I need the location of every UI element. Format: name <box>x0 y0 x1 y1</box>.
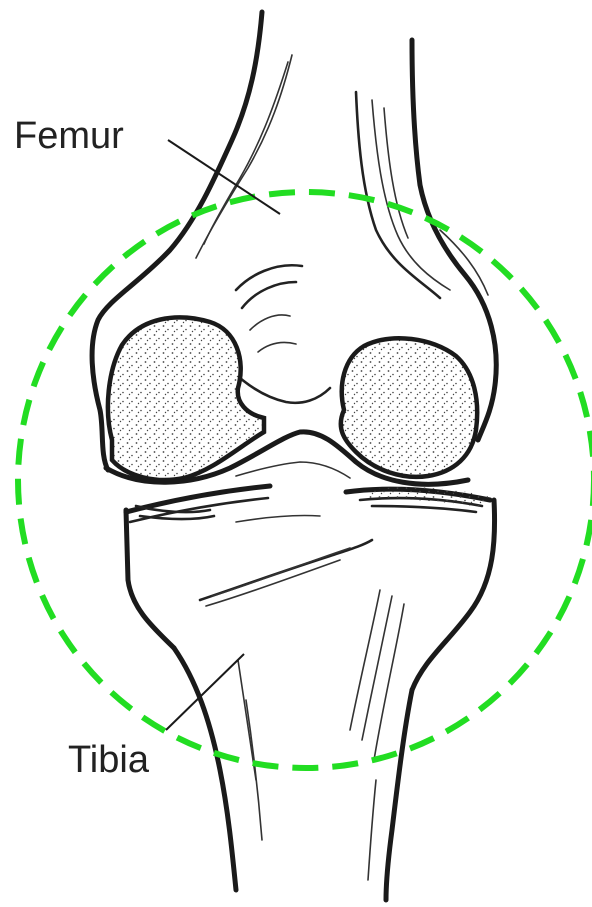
femur-label: Femur <box>14 115 124 157</box>
tibia-bone <box>126 500 495 900</box>
joint-highlight-circle <box>18 192 592 768</box>
lateral-condyle-cartilage <box>108 317 264 480</box>
femur-leader-line <box>168 140 280 214</box>
medial-condyle-cartilage <box>341 338 477 477</box>
tibia-label: Tibia <box>68 739 150 781</box>
